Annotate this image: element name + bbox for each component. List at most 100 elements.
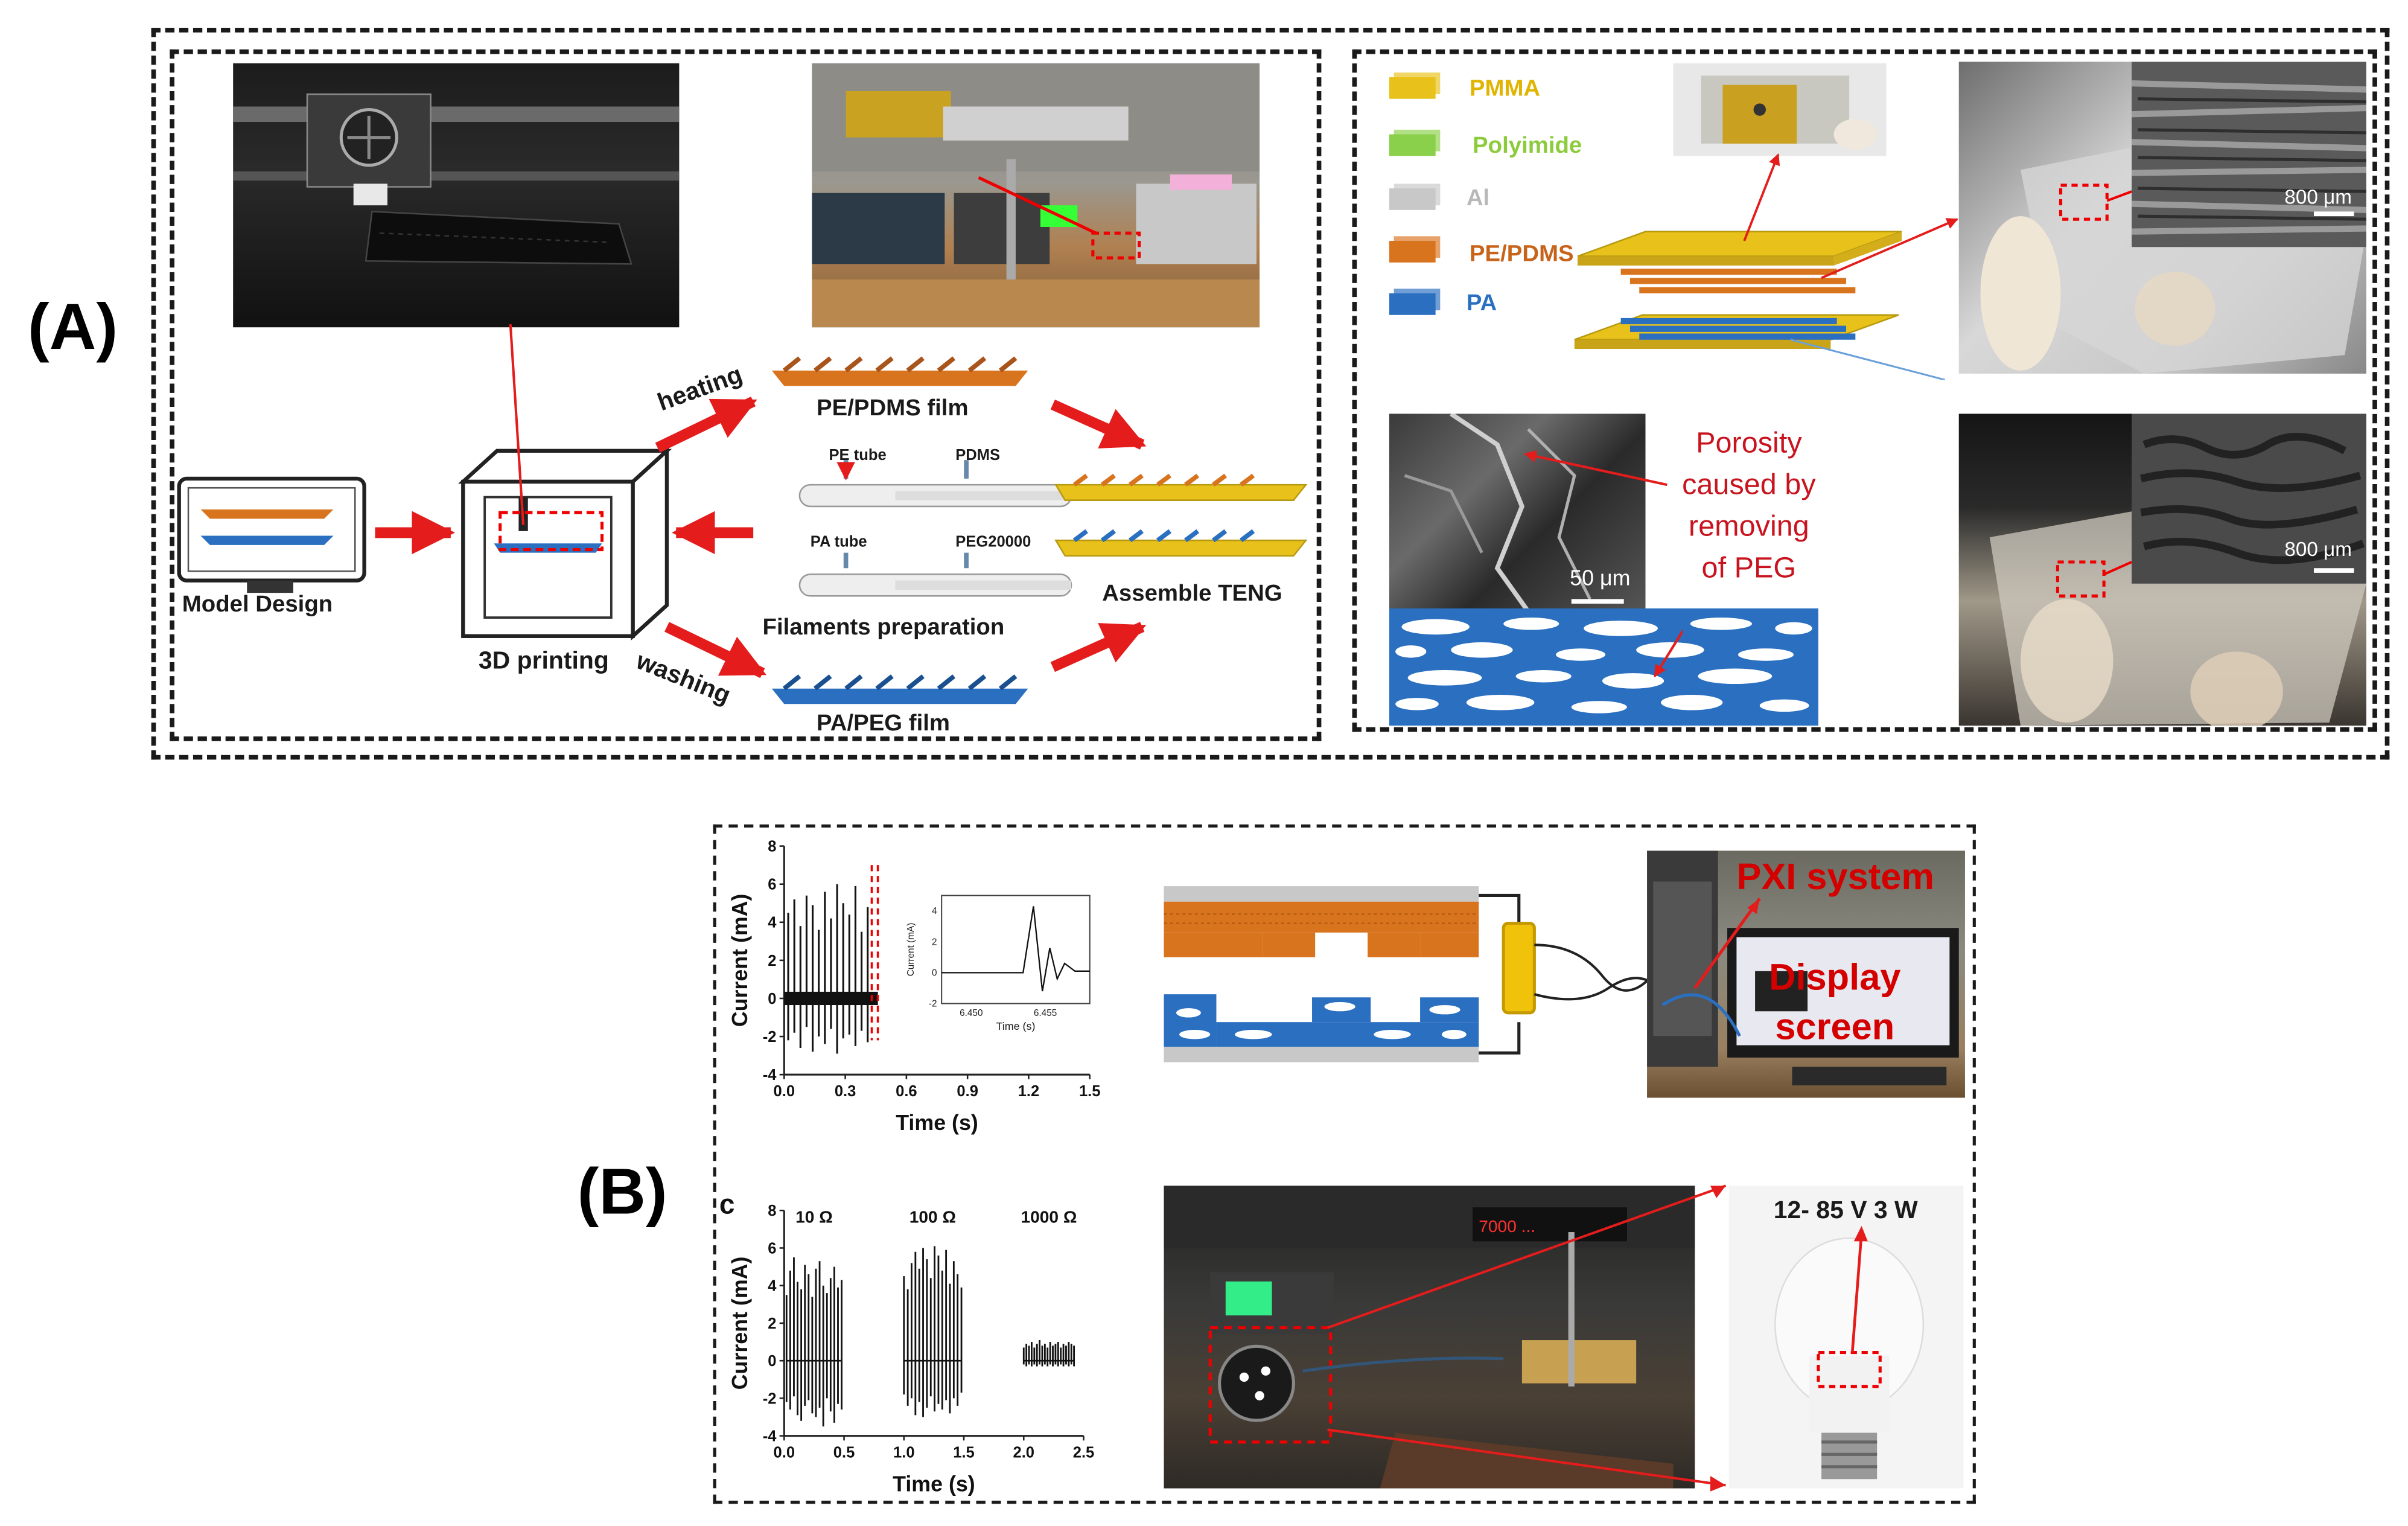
pe-pdms-film-label: PE/PDMS film: [817, 395, 969, 422]
legend-swatch-al: [1389, 188, 1436, 210]
inset-y-axis-label: Current (mA): [906, 923, 916, 977]
y-tick-label: 8: [768, 1202, 776, 1219]
porosity-line-1: Porosity: [1696, 427, 1802, 461]
x-tick-label: 0.0: [774, 1444, 795, 1461]
arrow-washing: [664, 622, 766, 678]
film-photo-top-drawing: [1980, 62, 2366, 374]
device-photo: [1673, 63, 1887, 156]
y-tick-label: -4: [763, 1067, 777, 1084]
x-tick-label: 2.0: [1013, 1444, 1034, 1461]
y-tick-label: 4: [768, 1278, 777, 1295]
arrow-to-assemble-top: [1050, 399, 1147, 450]
scale-bar-top-label: 800 μm: [2284, 185, 2352, 209]
y-axis-label: Current (mA): [728, 1257, 752, 1390]
sem-pore-micrograph: [1389, 413, 1646, 611]
x-tick-label: 2.5: [1073, 1444, 1095, 1461]
inset-x-axis-label: Time (s): [996, 1020, 1035, 1032]
film-photo-bottom-drawing: [1989, 413, 2366, 726]
printer-3d-icon: [458, 446, 672, 640]
x-tick-label: 0.5: [833, 1444, 855, 1461]
x-tick-label: 1.5: [1079, 1083, 1101, 1100]
porous-structure-schematic: [1389, 608, 1818, 726]
assemble-teng-label: Assemble TENG: [1102, 580, 1282, 607]
y-tick-label: 8: [768, 838, 776, 855]
arrow-heating: [655, 396, 757, 453]
monitor-icon: [177, 476, 366, 593]
x-tick-label: 0.9: [957, 1083, 978, 1100]
y-tick-label: 0: [768, 991, 776, 1007]
inset-y-tick-label: 2: [932, 937, 937, 947]
arrow-printer-to-photo: [509, 324, 525, 525]
y-tick-label: 6: [768, 876, 776, 893]
series-label: 10 Ω: [795, 1208, 833, 1227]
pxi-photo-drawing: [1647, 851, 1959, 1086]
printer-photo: [233, 63, 680, 328]
series-label: 1000 Ω: [1021, 1208, 1077, 1227]
porosity-line-2: caused by: [1682, 469, 1816, 502]
legend-label-pa: PA: [1466, 290, 1497, 317]
legend-swatch-pmma: [1389, 77, 1436, 99]
y-tick-label: 2: [768, 1315, 776, 1332]
sem-pore-drawing: [1404, 413, 1624, 611]
materials-legend: PMMA Polyimide Al PE/PDMS PA: [1389, 68, 1590, 331]
test-setup-photo-drawing: [812, 63, 1260, 328]
y-tick-label: 6: [768, 1240, 776, 1257]
pxi-system-label: PXI system: [1736, 857, 1934, 899]
device-photo-drawing: [1701, 75, 1878, 150]
printing-label: 3D printing: [478, 648, 609, 675]
y-tick-label: 0: [768, 1353, 776, 1370]
bulb-closeup-drawing: [1774, 1225, 1925, 1480]
pdms-label: PDMS: [955, 447, 1001, 465]
inset-waveform: [941, 906, 1090, 992]
y-axis-label: Current (mA): [728, 894, 752, 1027]
scale-bar-bottom-label: 800 μm: [2284, 537, 2352, 561]
y-tick-label: 4: [768, 915, 777, 931]
y-tick-label: -4: [763, 1428, 777, 1445]
panel-b-frame: [713, 824, 1976, 1504]
pe-tube-label: PE tube: [829, 447, 887, 465]
circuit-schematic: [1164, 886, 1655, 1062]
x-tick-label: 0.0: [774, 1083, 795, 1100]
legend-swatch-polyimide: [1389, 134, 1436, 156]
filament-tubes: [798, 460, 1072, 597]
x-tick-label: 1.5: [953, 1444, 975, 1461]
bulb-spec-label: 12- 85 V 3 W: [1773, 1198, 1918, 1225]
panel-b-label: (B): [577, 1155, 667, 1228]
porosity-caption: Porosity caused by removing of PEG: [1664, 423, 1833, 590]
legend-swatch-pa: [1389, 293, 1436, 315]
inset-x-tick-label: 6.455: [1034, 1008, 1057, 1018]
pa-peg-film-graphic: [771, 674, 1028, 704]
x-tick-label: 0.6: [896, 1083, 917, 1100]
workflow-schematic: [177, 324, 1308, 704]
panel-a-left-frame: [170, 49, 1322, 741]
display-label-line2: screen: [1775, 1006, 1895, 1049]
bulb-callout-arrows: [1327, 1184, 1727, 1492]
legend-swatch-pe-pdms: [1389, 241, 1436, 263]
pxi-pointer-arrow: [1693, 898, 1761, 989]
pa-peg-film-label: PA/PEG film: [817, 710, 951, 737]
inset-frame: [941, 895, 1091, 1004]
inset-y-tick-label: -2: [929, 999, 937, 1009]
y-tick-label: 2: [768, 953, 776, 969]
inset-x-tick-label: 6.450: [960, 1008, 983, 1018]
display-label-line1: Display: [1769, 957, 1901, 999]
porosity-arrows: [1524, 450, 1683, 678]
filaments-label: Filaments preparation: [762, 614, 1005, 641]
film-photo-top: [1958, 62, 2366, 374]
legend-label-pmma: PMMA: [1469, 75, 1541, 102]
assembled-teng-graphic: [1054, 473, 1308, 557]
inset-y-tick-label: 0: [932, 968, 937, 978]
printer-photo-drawing: [233, 93, 680, 265]
porosity-line-4: of PEG: [1701, 552, 1797, 586]
legend-label-polyimide: Polyimide: [1473, 132, 1582, 159]
inset-y-tick-label: 4: [932, 906, 937, 916]
x-tick-label: 1.0: [893, 1444, 915, 1461]
legend-label-al: Al: [1466, 185, 1490, 212]
pxi-system-photo: [1647, 851, 1965, 1098]
x-axis-label: Time (s): [896, 1111, 978, 1135]
y-tick-label: -2: [763, 1390, 777, 1407]
